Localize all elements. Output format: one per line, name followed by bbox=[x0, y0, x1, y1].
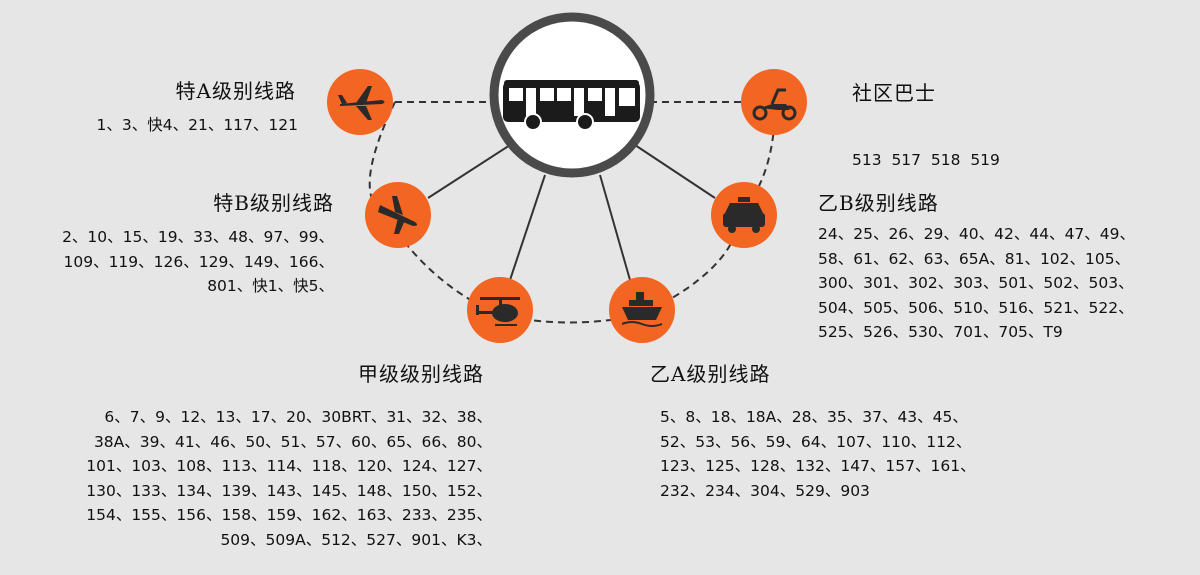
route-list-yi-b: 24、25、26、29、40、42、44、47、49、 58、61、62、63、… bbox=[818, 222, 1135, 345]
scooter-icon bbox=[741, 69, 807, 135]
category-title-yi-a: 乙A级别线路 bbox=[650, 362, 771, 386]
route-line: 5、8、18、18A、28、35、37、43、45、 bbox=[660, 408, 968, 426]
route-line: 154、155、156、158、159、162、163、233、235、 bbox=[86, 506, 492, 524]
route-line: 130、133、134、139、143、145、148、150、152、 bbox=[86, 481, 492, 500]
route-line: 513 517 518 519 bbox=[852, 151, 1000, 169]
route-line: 52、53、56、59、64、107、110、112、 bbox=[660, 432, 972, 451]
route-line: 525、526、530、701、705、T9 bbox=[818, 323, 1063, 341]
route-line: 504、505、506、510、516、521、522、 bbox=[818, 298, 1134, 317]
route-line: 24、25、26、29、40、42、44、47、49、 bbox=[818, 225, 1136, 243]
category-title-te-a: 特A级别线路 bbox=[175, 79, 296, 103]
hub bbox=[489, 12, 655, 178]
route-list-te-a: 1、3、快4、21、117、121 bbox=[97, 113, 298, 138]
route-line: 1、3、快4、21、117、121 bbox=[96, 116, 298, 134]
route-line: 509、509A、512、527、901、K3、 bbox=[220, 530, 492, 549]
route-line: 6、7、9、12、13、17、20、30BRT、31、32、38、 bbox=[104, 408, 492, 426]
route-line: 801、快1、快5、 bbox=[207, 277, 334, 295]
ship-icon bbox=[609, 277, 675, 343]
route-list-yi-a: 5、8、18、18A、28、35、37、43、45、 52、53、56、59、6… bbox=[660, 405, 976, 503]
route-list-community: 513 517 518 519 bbox=[852, 110, 1000, 192]
route-line: 38A、39、41、46、50、51、57、60、65、66、80、 bbox=[93, 432, 492, 451]
route-line: 101、103、108、113、114、118、120、124、127、 bbox=[86, 457, 492, 475]
spoke-jia bbox=[509, 174, 546, 281]
category-title-te-b: 特B级别线路 bbox=[213, 191, 334, 215]
jet-icon bbox=[365, 182, 431, 248]
route-line: 109、119、126、129、149、166、 bbox=[63, 252, 334, 271]
bus-icon bbox=[503, 80, 640, 131]
route-line: 232、234、304、529、903 bbox=[660, 481, 870, 500]
category-title-yi-b: 乙B级别线路 bbox=[818, 191, 939, 215]
taxi-icon bbox=[711, 182, 777, 248]
category-title-community: 社区巴士 bbox=[852, 81, 936, 105]
helicopter-icon bbox=[467, 277, 533, 343]
airplane-icon bbox=[327, 69, 393, 135]
route-list-jia: 6、7、9、12、13、17、20、30BRT、31、32、38、 38A、39… bbox=[86, 405, 492, 552]
category-title-jia: 甲级级别线路 bbox=[358, 362, 484, 386]
route-line: 58、61、62、63、65A、81、102、105、 bbox=[818, 249, 1131, 268]
spoke-yi-a bbox=[599, 174, 631, 281]
route-line: 123、125、128、132、147、157、161、 bbox=[660, 457, 976, 475]
route-line: 300、301、302、303、501、502、503、 bbox=[818, 274, 1134, 292]
route-list-te-b: 2、10、15、19、33、48、97、99、 109、119、126、129、… bbox=[62, 225, 334, 299]
spoke-te-b bbox=[427, 144, 511, 199]
spoke-yi-b bbox=[634, 144, 716, 199]
route-line: 2、10、15、19、33、48、97、99、 bbox=[62, 228, 334, 246]
